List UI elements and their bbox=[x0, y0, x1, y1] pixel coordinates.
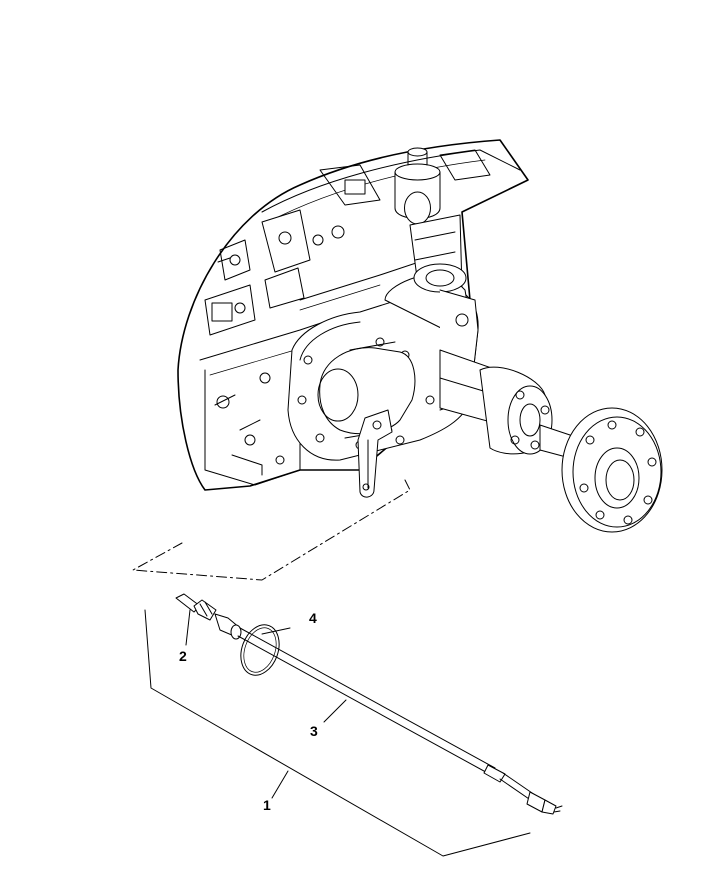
output-shaft bbox=[439, 349, 663, 533]
callout-2: 2 bbox=[179, 648, 187, 664]
callout-1: 1 bbox=[263, 797, 271, 813]
callout-4: 4 bbox=[309, 610, 317, 626]
callout-3: 3 bbox=[310, 723, 318, 739]
assembly-bracket bbox=[144, 609, 531, 857]
control-lever bbox=[357, 409, 393, 498]
callout-leaders bbox=[185, 609, 347, 799]
assembly-dash-line bbox=[132, 479, 411, 581]
sensor-cable-assembly bbox=[175, 593, 563, 815]
